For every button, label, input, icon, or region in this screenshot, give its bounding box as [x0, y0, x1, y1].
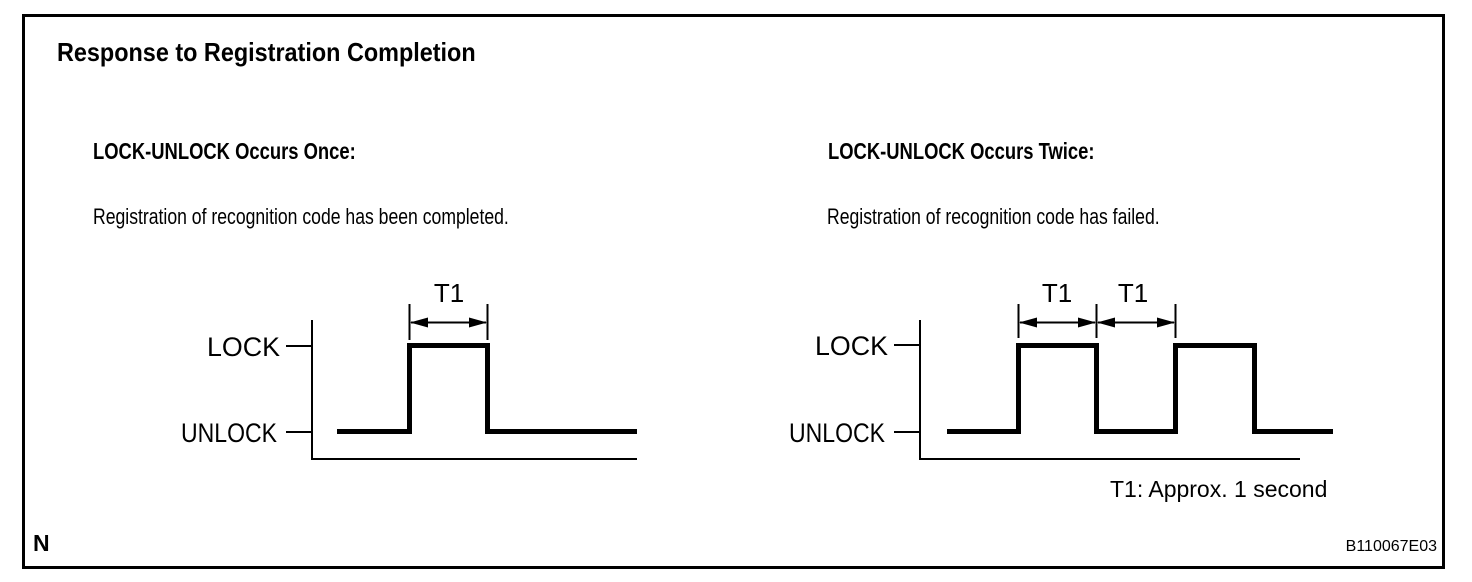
t1-arrowhead-left-twice-2	[1097, 317, 1115, 328]
page-title: Response to Registration Completion	[57, 37, 476, 67]
t1-arrowhead-left-once	[410, 317, 428, 328]
section-twice-heading: LOCK-UNLOCK Occurs Twice:	[828, 138, 1095, 164]
t1-dimension-label-twice-2: T1	[1118, 278, 1148, 308]
t1-dimension-label-twice-1: T1	[1042, 278, 1072, 308]
t1-extension-lines-twice	[1017, 304, 1177, 338]
lock-label-once: LOCK	[207, 332, 280, 362]
t1-arrowhead-right-twice-1	[1078, 317, 1096, 328]
t1-extension-lines-once	[408, 304, 489, 340]
axis-once	[311, 320, 637, 460]
figure-border-frame	[22, 14, 1445, 569]
t1-arrowhead-left-twice-1	[1019, 317, 1037, 328]
unlock-label-once: UNLOCK	[181, 418, 277, 448]
section-twice-description: Registration of recognition code has fai…	[827, 204, 1160, 229]
t1-note: T1: Approx. 1 second	[1110, 476, 1327, 502]
section-once-description: Registration of recognition code has bee…	[93, 204, 509, 229]
waveform-trace-twice	[947, 343, 1333, 434]
waveform-diagram-once: T1 LOCK UNLOCK	[181, 278, 637, 460]
figure-code: B110067E03	[1345, 538, 1437, 555]
t1-arrowhead-right-once	[469, 317, 487, 328]
page-marker: N	[33, 530, 50, 556]
t1-dimension-label-once: T1	[434, 278, 464, 308]
unlock-label-twice: UNLOCK	[789, 418, 885, 448]
t1-arrowhead-right-twice-2	[1157, 317, 1175, 328]
waveform-diagram-twice: T1 T1 LOCK UNLOCK	[789, 278, 1333, 460]
waveform-trace-once	[337, 343, 637, 434]
lock-label-twice: LOCK	[815, 331, 888, 361]
section-once-heading: LOCK-UNLOCK Occurs Once:	[93, 138, 356, 164]
axis-twice	[919, 320, 1300, 460]
